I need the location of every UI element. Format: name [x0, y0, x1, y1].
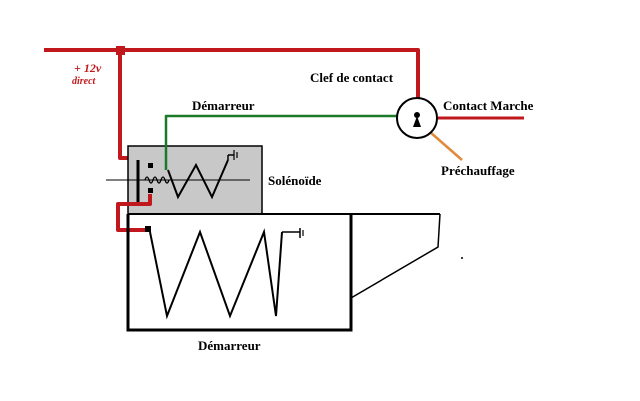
label-contact-marche: Contact Marche [443, 98, 534, 113]
stray-dot [461, 257, 463, 259]
label-direct: direct [72, 76, 97, 87]
label-demarreur-wire: Démarreur [192, 98, 255, 113]
label-demarreur: Démarreur [198, 338, 261, 353]
ground-icon [233, 150, 238, 160]
solenoid-internals [106, 154, 250, 204]
key-switch-icon [396, 97, 438, 139]
junction-node [116, 46, 125, 55]
start-wire [164, 114, 397, 170]
preheat-wire [429, 131, 463, 161]
label-solenoide: Solénoïde [268, 173, 322, 188]
label-12v: + 12v [74, 61, 102, 75]
label-clef-de-contact: Clef de contact [310, 70, 394, 85]
label-prechauffage: Préchauffage [441, 163, 515, 178]
starter-motor [126, 213, 441, 332]
